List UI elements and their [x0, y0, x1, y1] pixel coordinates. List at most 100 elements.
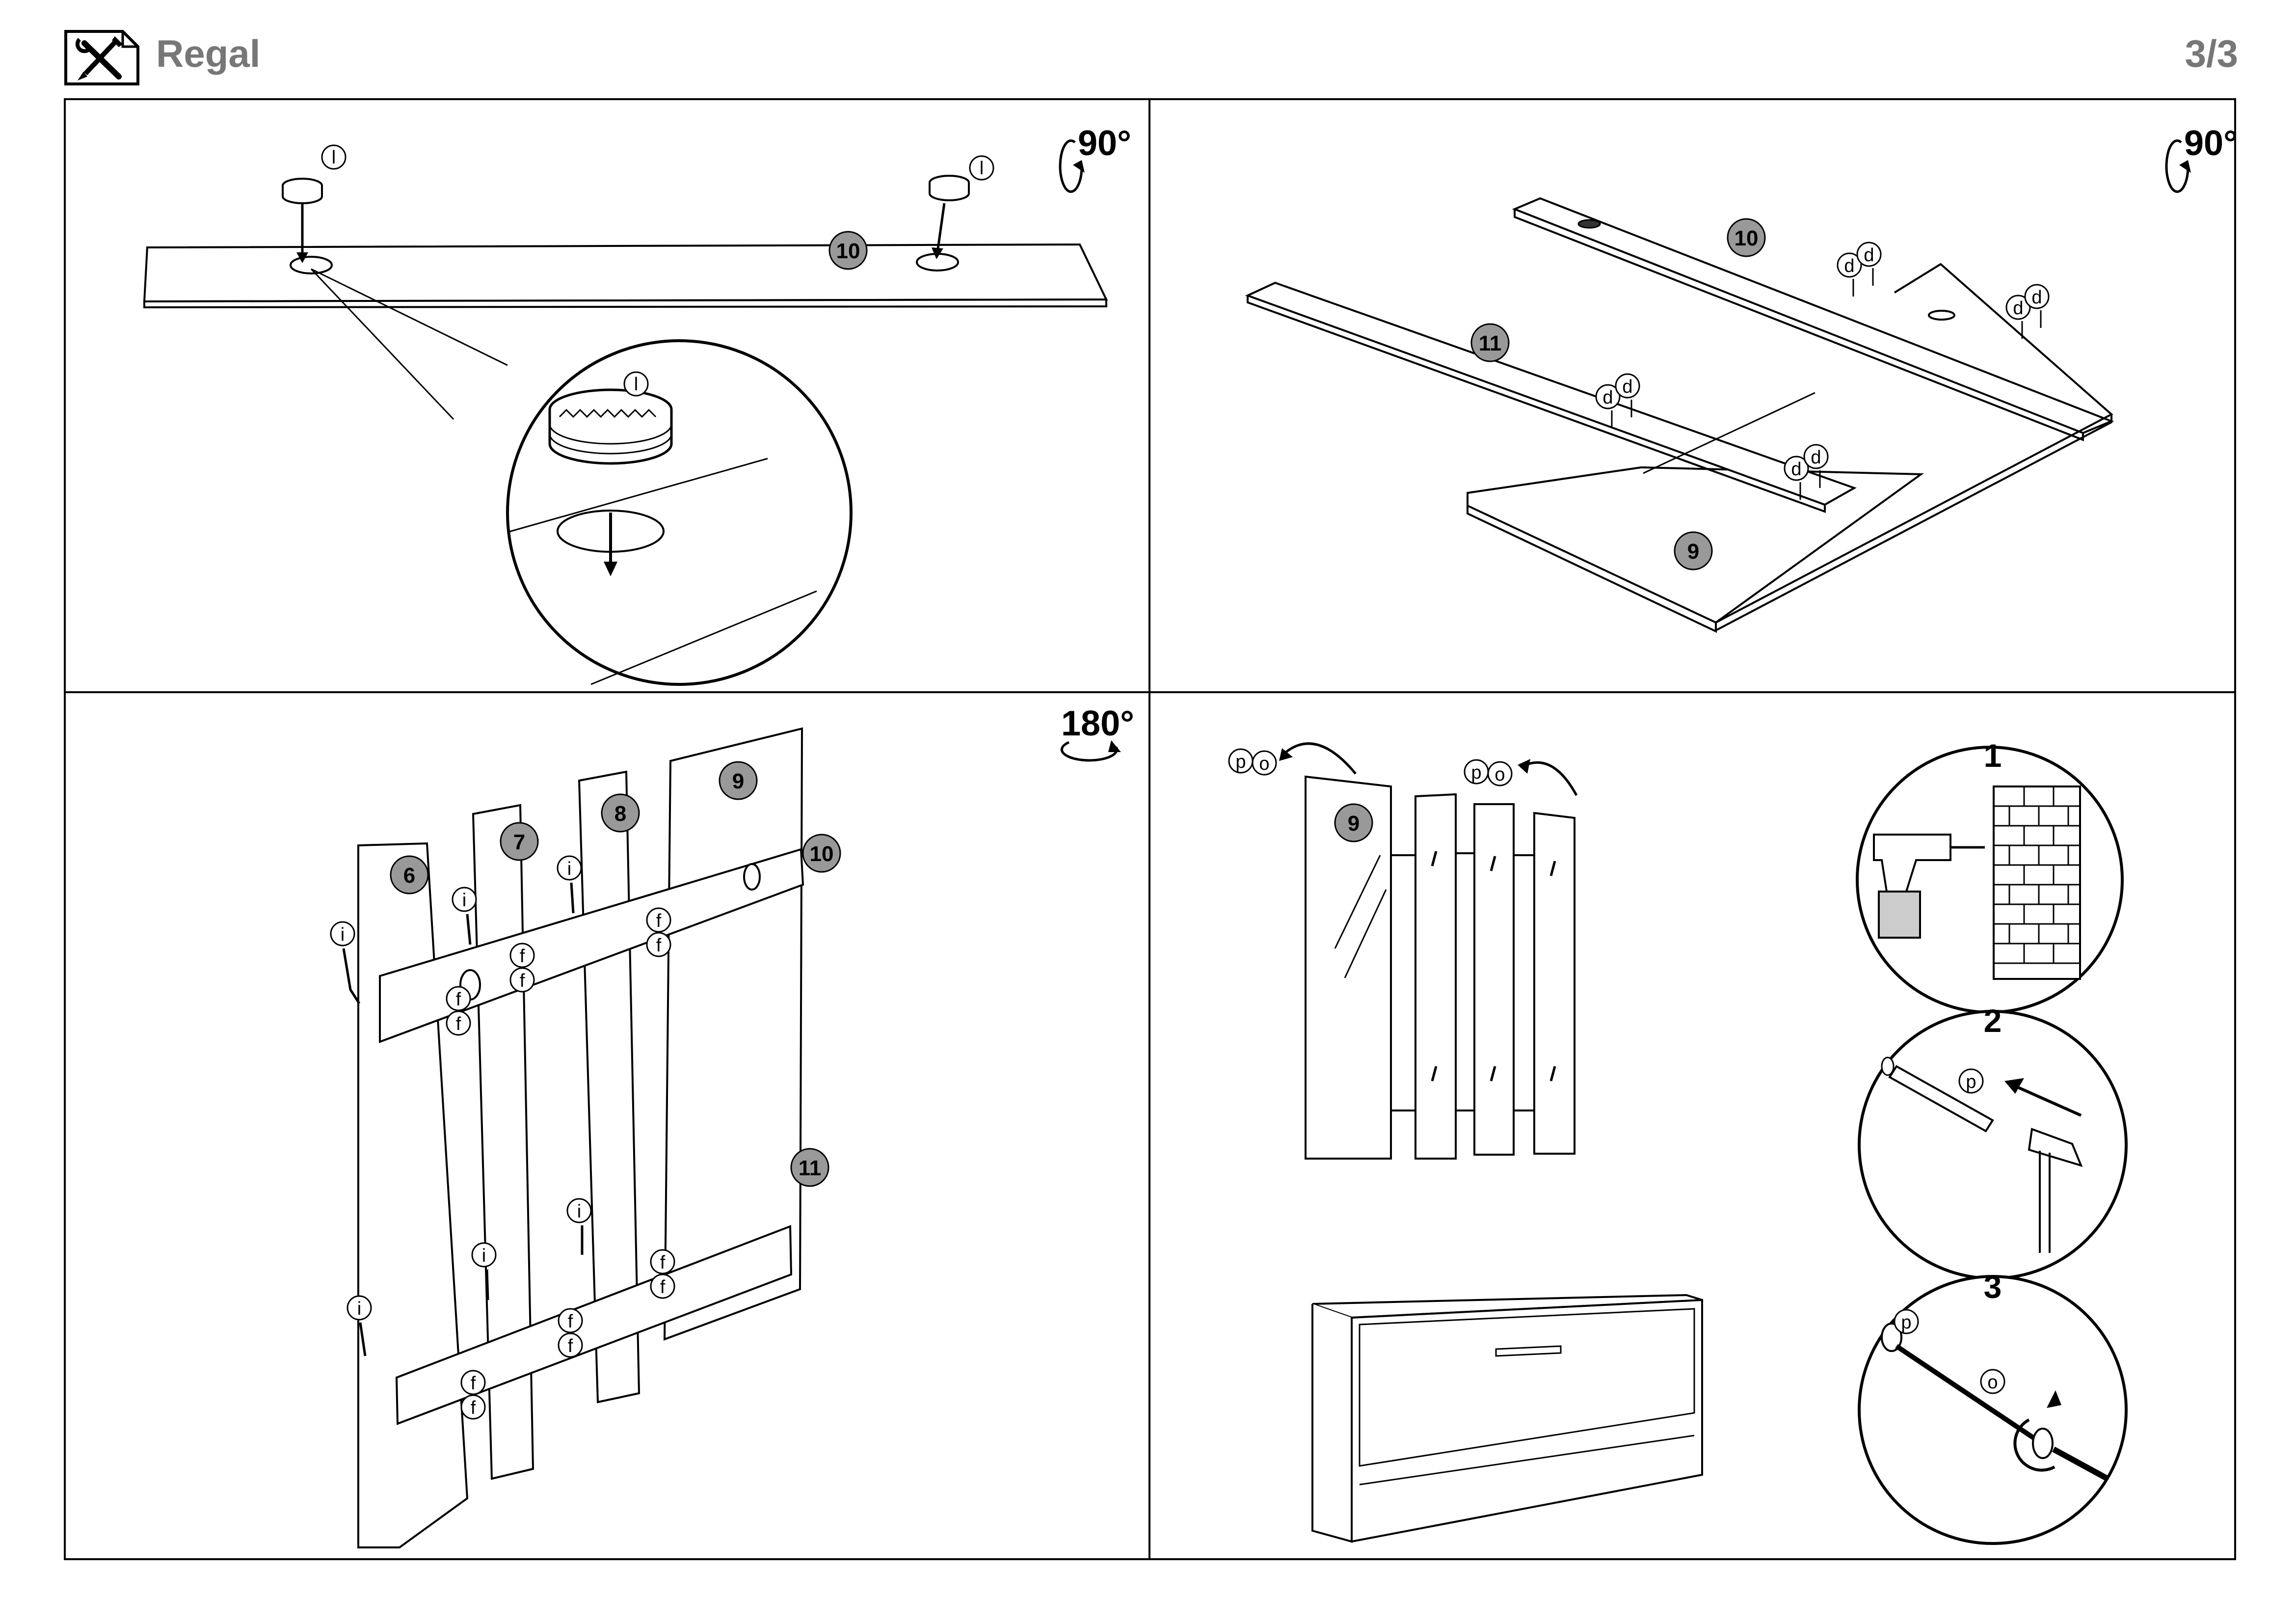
svg-text:8: 8: [614, 802, 626, 826]
board-label-6: 6: [390, 855, 429, 894]
cap-right-icon: [929, 175, 970, 201]
hook-label-i: i: [557, 855, 582, 881]
svg-text:f: f: [456, 989, 461, 1010]
step-panel-attach-boards: 6 7 8 9 10 11 i i: [66, 693, 1148, 1558]
svg-text:p: p: [1471, 762, 1481, 783]
page-number: 3/3: [2185, 32, 2238, 75]
svg-text:d: d: [1602, 387, 1613, 408]
wall-mounting-illustration: 9 p o p o 1: [1228, 737, 2128, 1545]
part-label-l: l: [321, 144, 347, 170]
svg-text:p: p: [1235, 752, 1246, 772]
step-1-drill-wall: 1: [1856, 737, 2124, 1014]
board-label-10: 10: [828, 231, 868, 270]
board-label-10: 10: [802, 834, 841, 873]
dowel-label-d: d: [1784, 456, 1809, 481]
svg-text:6: 6: [403, 864, 415, 888]
svg-text:d: d: [1791, 459, 1801, 480]
board-label-9: 9: [1674, 531, 1713, 570]
dowel-label-p: p: [1958, 1068, 1984, 1094]
svg-text:f: f: [660, 1277, 666, 1298]
svg-text:o: o: [1259, 754, 1269, 774]
page-title: Regal: [156, 32, 261, 75]
cabinet-icon: [1311, 1294, 1703, 1543]
attach-boards-illustration: 6 7 8 9 10 11 i i: [330, 704, 1134, 1548]
svg-text:f: f: [471, 1373, 476, 1394]
svg-text:i: i: [567, 859, 571, 879]
dowel-label-p: p: [1894, 1309, 1919, 1334]
screw-label-f: f f: [650, 1249, 675, 1299]
rotation-label: 180°: [1061, 704, 1134, 743]
dowel-label-d: d: [2024, 284, 2050, 309]
hanging-label-po: p o: [1464, 759, 1513, 786]
step-panel-insert-caps: l l l 10 90°: [66, 100, 1148, 691]
screw-label-f: f f: [509, 943, 535, 993]
rotation-label: 90°: [1078, 124, 1131, 163]
svg-text:p: p: [1966, 1072, 1976, 1092]
svg-text:10: 10: [836, 239, 860, 263]
svg-text:f: f: [656, 935, 662, 956]
svg-text:10: 10: [810, 842, 834, 866]
svg-text:l: l: [332, 147, 336, 168]
rotation-label: 90°: [2184, 124, 2234, 163]
svg-text:l: l: [634, 374, 638, 395]
drill-icon: [1873, 834, 1985, 939]
svg-text:9: 9: [1687, 540, 1699, 564]
svg-text:p: p: [1901, 1312, 1911, 1333]
board-label-9: 9: [1334, 803, 1373, 842]
board-label-7: 7: [500, 822, 539, 861]
cap-left-icon: [282, 178, 323, 204]
svg-text:10: 10: [1735, 226, 1759, 250]
screw-label-o: o: [1980, 1369, 2005, 1394]
svg-text:9: 9: [732, 769, 744, 793]
svg-text:i: i: [357, 1299, 361, 1319]
svg-text:i: i: [341, 924, 345, 945]
hammer-icon: [2028, 1128, 2083, 1253]
svg-text:l: l: [980, 158, 984, 179]
dowel-label-d: d: [1595, 384, 1621, 409]
attach-dowels-illustration: 10 11 9 d d d d d: [1245, 124, 2234, 633]
screw-label-f: f f: [446, 986, 471, 1036]
screw-label-f: f f: [558, 1308, 583, 1358]
rotate-icon: [1060, 740, 1121, 762]
screw-label-f: f f: [646, 907, 671, 957]
dowel-label-d: d: [1615, 373, 1640, 399]
svg-text:o: o: [1987, 1372, 1998, 1393]
svg-text:d: d: [2013, 298, 2023, 319]
hook-label-i: i: [566, 1198, 592, 1223]
brick-wall-icon: [1993, 785, 2081, 980]
step-panel-attach-dowels: 10 11 9 d d d d d: [1150, 100, 2234, 691]
svg-text:o: o: [1495, 764, 1505, 785]
page-header: Regal 3/3: [0, 0, 2296, 93]
screw-label-f: f f: [460, 1370, 486, 1420]
svg-text:f: f: [656, 911, 662, 931]
svg-text:d: d: [1864, 245, 1874, 266]
part-label-l: l: [623, 371, 649, 397]
svg-text:i: i: [462, 890, 466, 911]
dowel-label-d: d: [1803, 444, 1829, 469]
svg-text:2: 2: [1984, 1002, 2002, 1039]
svg-text:i: i: [577, 1201, 581, 1222]
hook-label-i: i: [347, 1295, 372, 1321]
svg-text:9: 9: [1348, 812, 1360, 836]
dowel-label-d: d: [1856, 242, 1882, 267]
svg-text:d: d: [1844, 256, 1854, 276]
svg-text:f: f: [520, 971, 525, 991]
step-2-insert-dowel: 2 p: [1858, 1002, 2128, 1280]
board-label-11: 11: [1470, 323, 1510, 362]
svg-text:i: i: [482, 1245, 486, 1266]
svg-text:f: f: [456, 1014, 461, 1034]
board-label-10: 10: [1727, 218, 1766, 257]
svg-text:11: 11: [1479, 331, 1502, 355]
svg-text:f: f: [660, 1252, 666, 1273]
insert-caps-illustration: l l l 10 90°: [143, 124, 1131, 686]
step-3-screw-mount: 3 p o: [1858, 1269, 2128, 1545]
dowel-label-d: d: [1837, 252, 1862, 278]
board-label-8: 8: [601, 793, 640, 833]
hook-label-i: i: [471, 1242, 497, 1268]
svg-text:11: 11: [799, 1156, 822, 1180]
svg-text:f: f: [568, 1311, 573, 1332]
board-label-9: 9: [719, 761, 758, 800]
panel-divider-vertical: [1148, 98, 1150, 1560]
svg-text:3: 3: [1984, 1269, 2002, 1305]
svg-text:f: f: [520, 946, 525, 967]
